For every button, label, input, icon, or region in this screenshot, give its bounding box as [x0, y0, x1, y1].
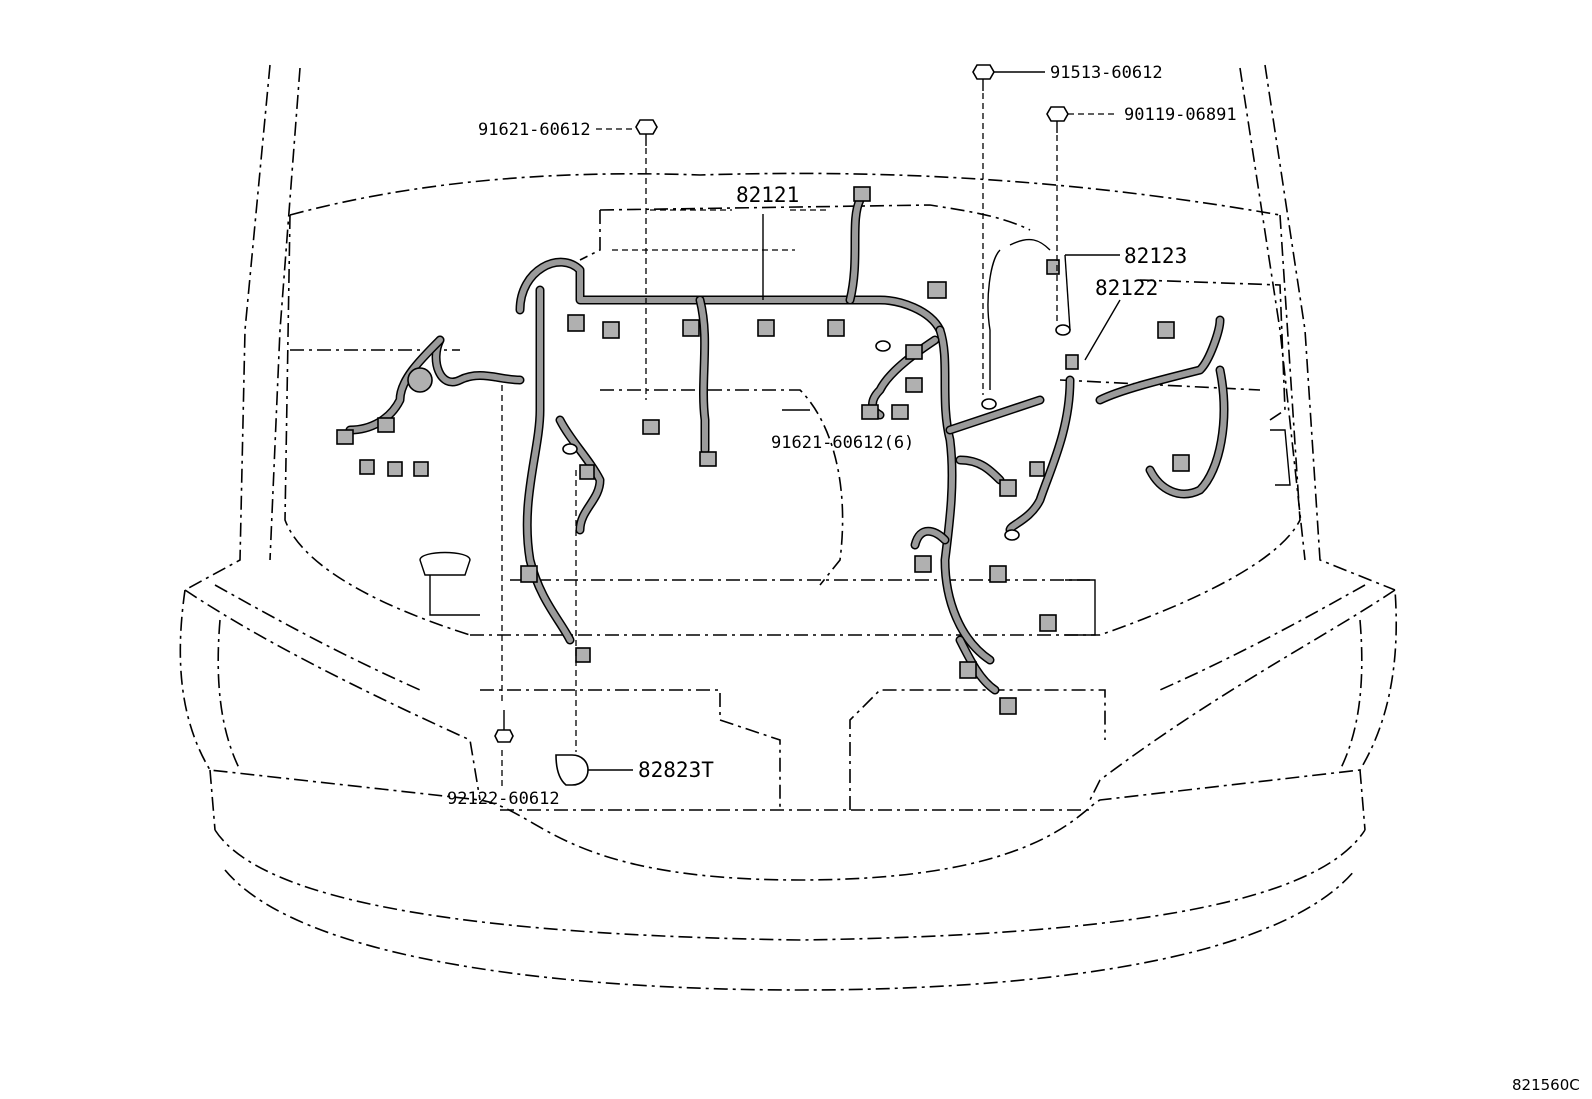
label-harness-right-b: 82122: [1095, 276, 1158, 300]
clip-82823T: [555, 470, 633, 786]
label-bolt-group: 91621-60612(6): [771, 433, 914, 453]
bolt-90119-06891: [1046, 106, 1118, 325]
label-bolt-top-right-2: 90119-06891: [1124, 105, 1237, 125]
label-bolt-top-right-1: 91513-60612: [1050, 63, 1163, 83]
figure-code: 821560C: [1512, 1076, 1580, 1094]
part-labels: 91621-60612 91513-60612 90119-06891 8212…: [447, 63, 1580, 1094]
engine-harness-82121: [431, 195, 1045, 695]
leader-lines: [612, 209, 1121, 411]
label-harness-right-a: 82123: [1124, 244, 1187, 268]
harness-82123-82122: [987, 238, 1229, 535]
bolt-91621-60612: [596, 119, 658, 400]
label-harness-main: 82121: [736, 183, 799, 207]
left-harness-spur: [345, 335, 445, 435]
stud-92122-60612: [494, 385, 514, 790]
bolt-91513-60612: [972, 64, 1045, 395]
label-stud-bottom: 92122-60612: [447, 789, 560, 809]
car-body-outline: [179, 64, 1398, 991]
label-clip: 82823T: [638, 758, 714, 782]
label-bolt-top-left: 91621-60612: [478, 120, 591, 140]
connectors: [336, 186, 1190, 715]
